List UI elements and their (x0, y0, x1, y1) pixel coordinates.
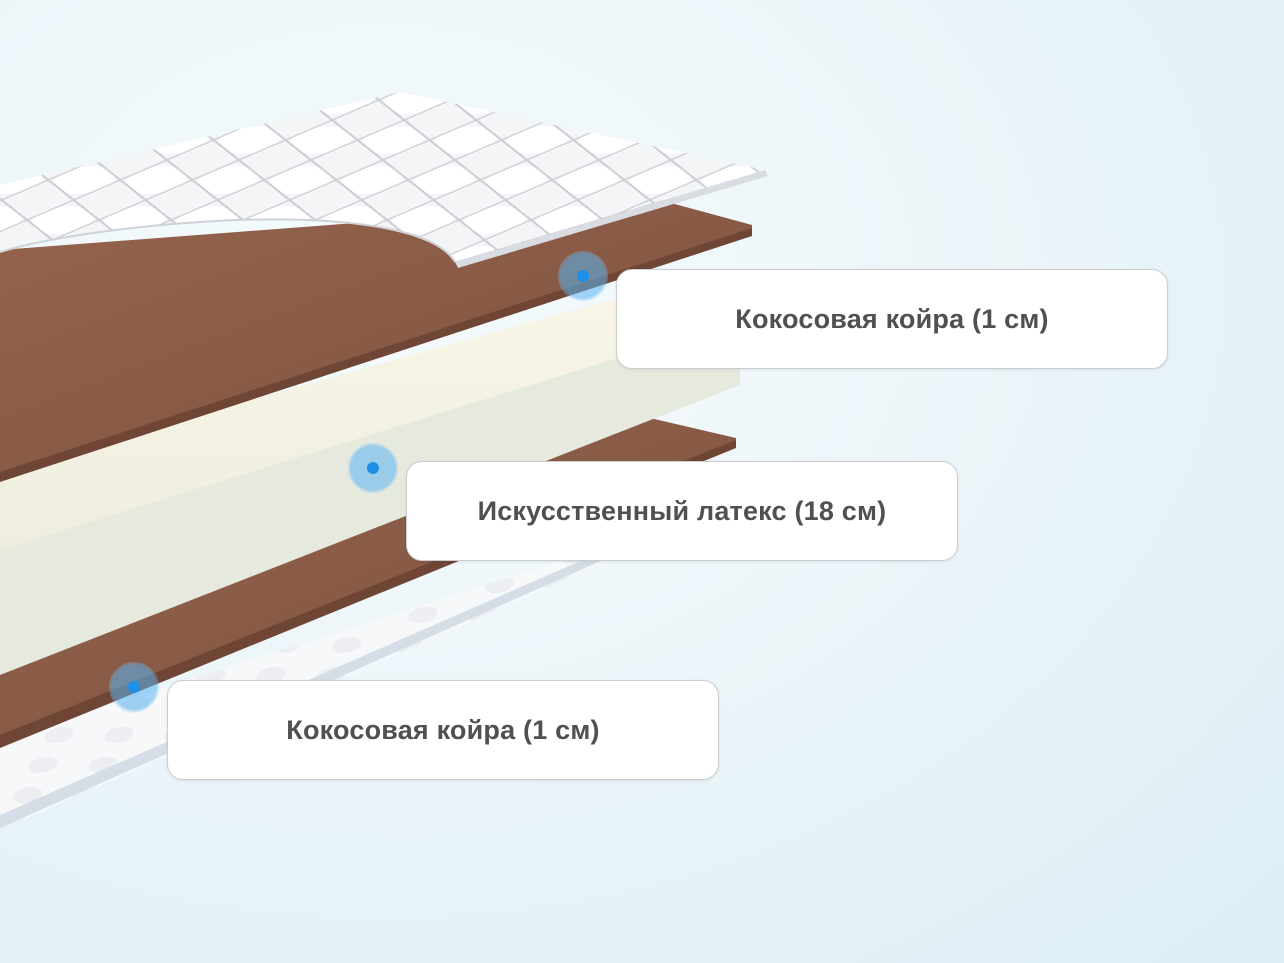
label-top-coir: Кокосовая койра (1 см) (616, 269, 1168, 369)
layer-label: Кокосовая койра (1 см) (286, 714, 600, 745)
layer-label: Искусственный латекс (18 см) (477, 495, 887, 526)
label-latex-core: Искусственный латекс (18 см) (406, 461, 958, 561)
top-quilted-cover (0, 92, 768, 268)
label-bottom-coir: Кокосовая койра (1 см) (167, 680, 719, 780)
hotspot-bottom-coir[interactable] (111, 664, 157, 710)
hotspot-dot (128, 681, 140, 693)
hotspot-dot (577, 270, 589, 282)
layer-label: Кокосовая койра (1 см) (735, 303, 1049, 334)
hotspot-top-coir[interactable] (560, 253, 606, 299)
hotspot-dot (367, 462, 379, 474)
hotspot-latex-core[interactable] (350, 445, 396, 491)
